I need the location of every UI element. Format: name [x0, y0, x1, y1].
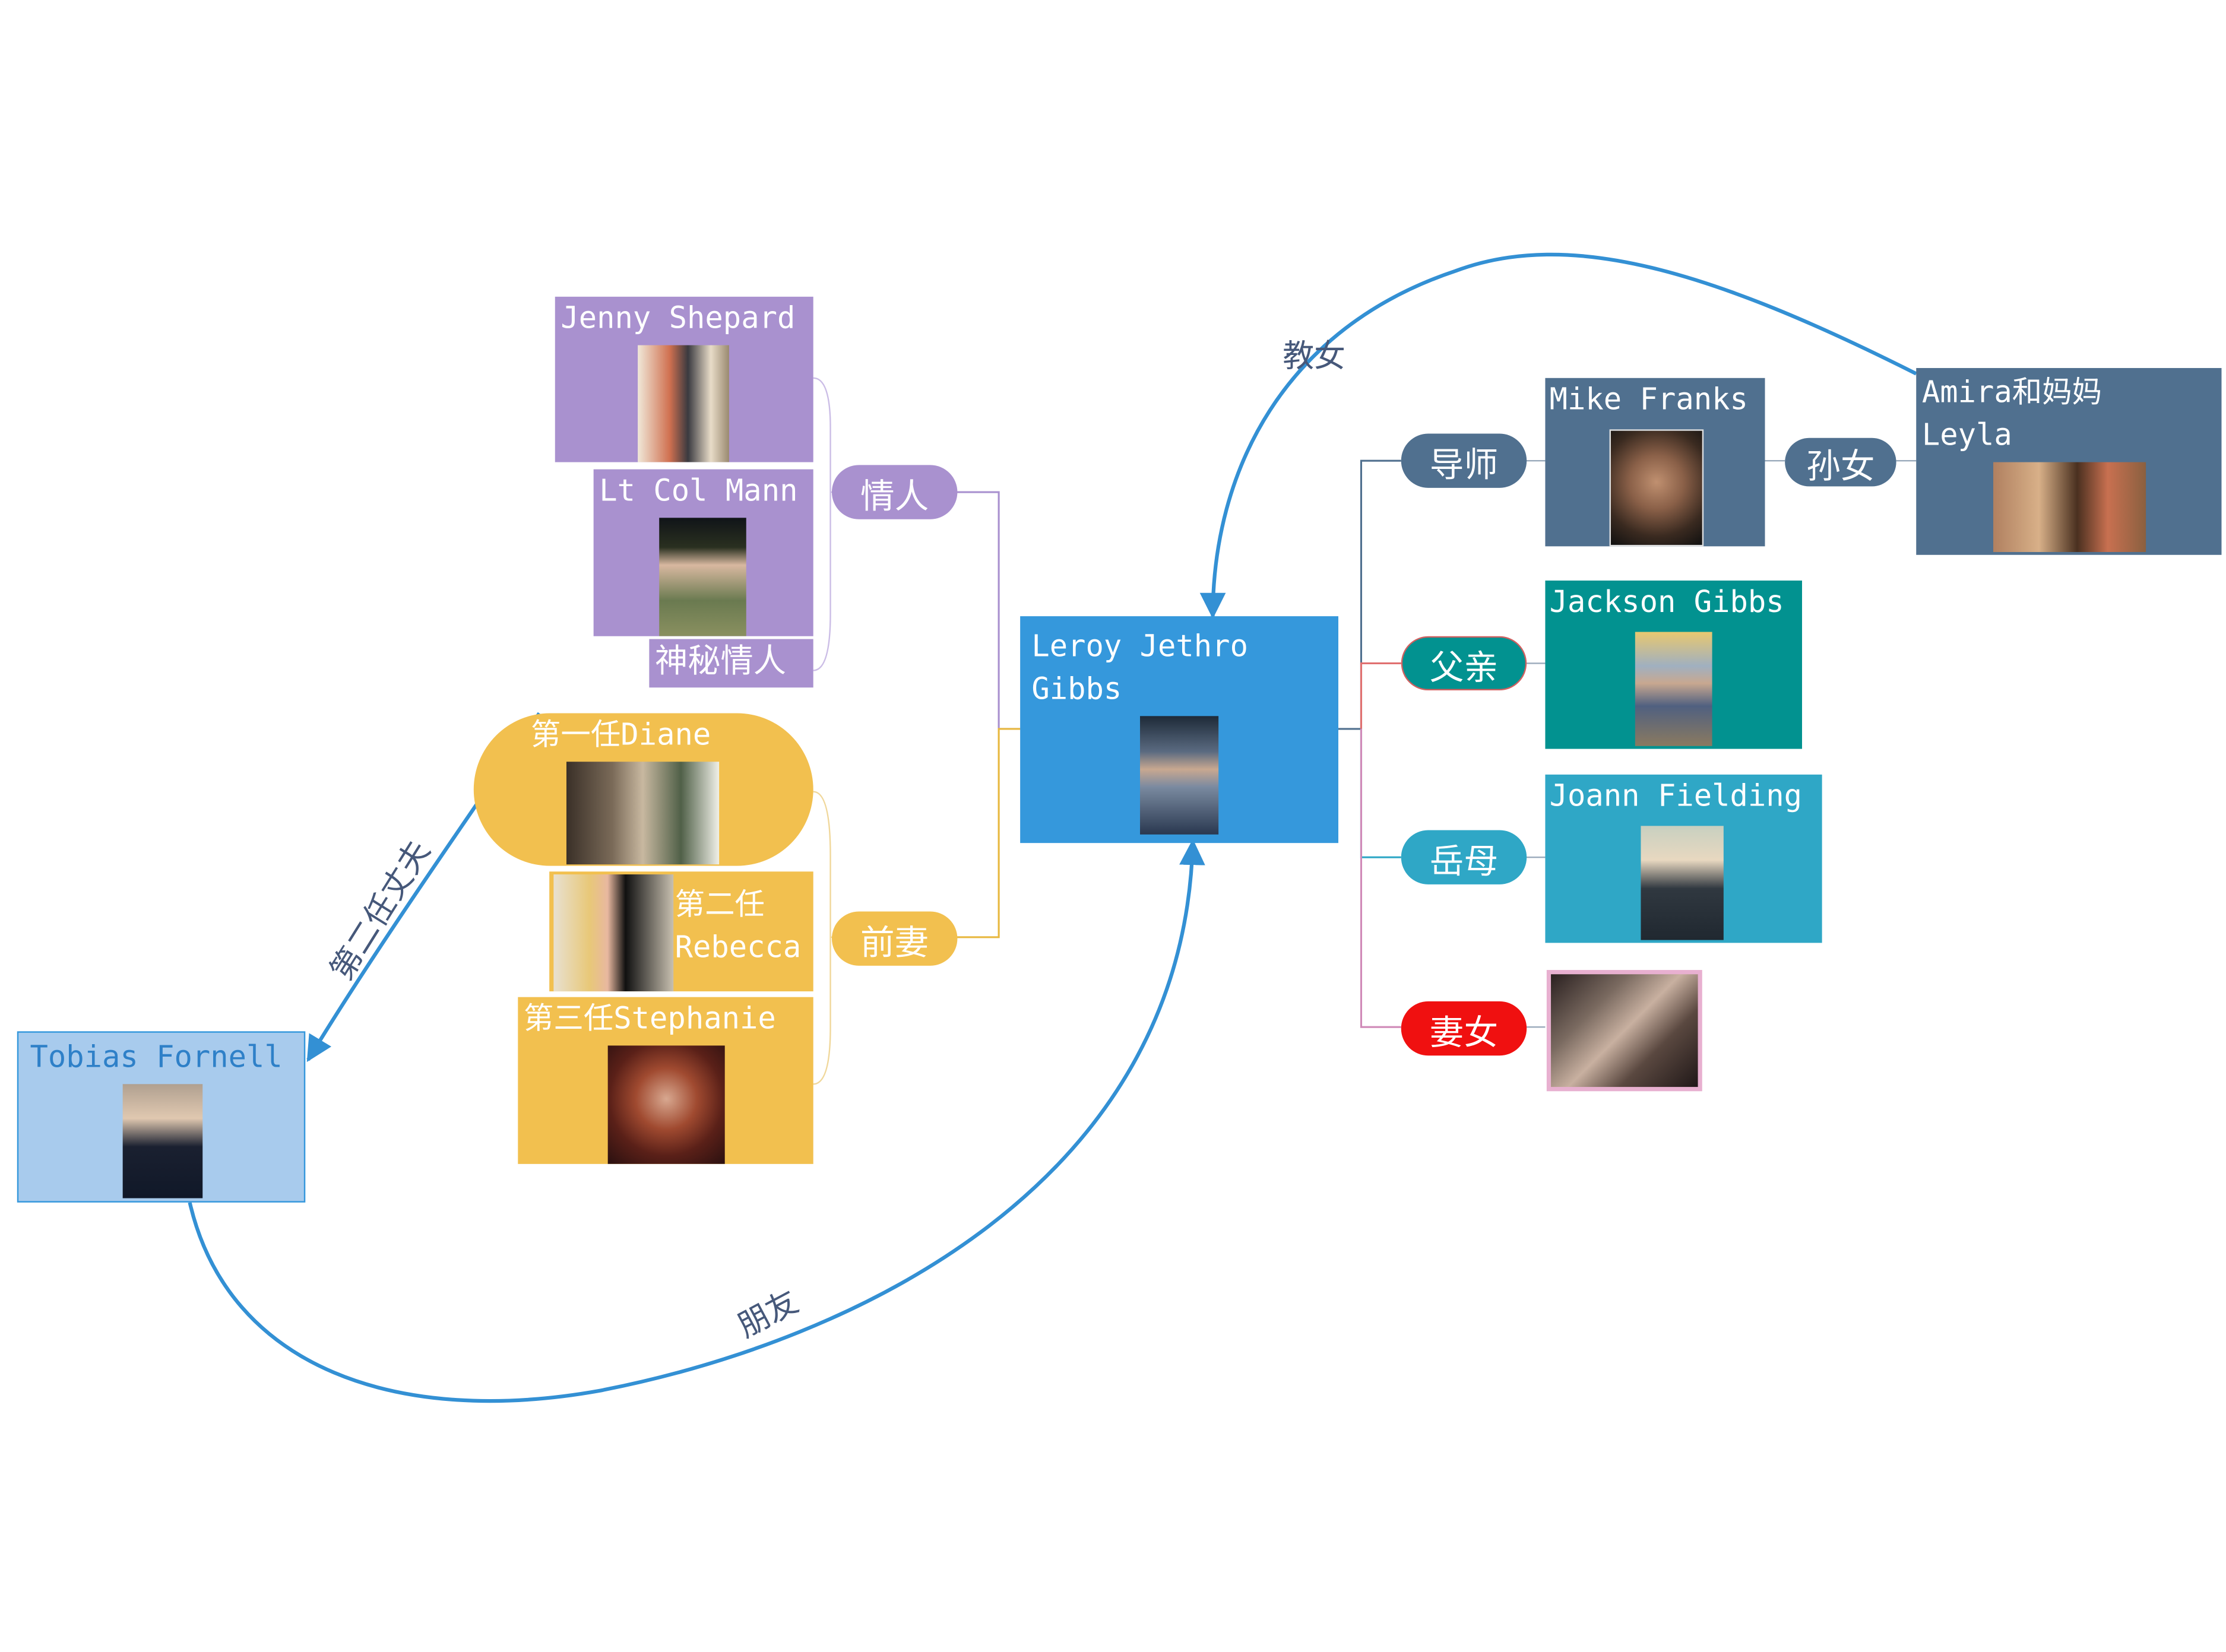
- granddaughter-branch-label[interactable]: 孙女: [1785, 437, 1896, 487]
- bracket-exwives: [813, 791, 834, 1085]
- motherinlaw-joann-label: Joann Fielding: [1549, 779, 1803, 813]
- exwife-diane-node[interactable]: 第一任Diane: [473, 713, 813, 866]
- connector-mentor: [1360, 459, 1401, 729]
- jackson-photo: [1635, 632, 1712, 746]
- father-jackson-node[interactable]: Jackson Gibbs: [1545, 581, 1802, 749]
- central-label: Leroy Jethro Gibbs: [1031, 629, 1248, 706]
- stephanie-photo: [607, 1045, 725, 1164]
- mentor-branch-label[interactable]: 导师: [1401, 433, 1527, 488]
- lover-mann-node[interactable]: Lt Col Mann: [593, 469, 813, 636]
- franks-photo: [1609, 429, 1704, 547]
- exwife-diane-label: 第一任Diane: [530, 717, 711, 752]
- lover-jenny-node[interactable]: Jenny Shepard: [555, 296, 813, 462]
- connector-wifedaughter: [1360, 728, 1401, 1028]
- diane-photo: [566, 762, 720, 865]
- lover-mann-label: Lt Col Mann: [599, 473, 798, 508]
- exwives-branch-label[interactable]: 前妻: [831, 911, 958, 966]
- relation-goddaughter-label[interactable]: 教女: [1283, 339, 1346, 375]
- exwife-rebecca-node[interactable]: 第二任 Rebecca: [549, 871, 813, 992]
- father-jackson-label: Jackson Gibbs: [1549, 585, 1784, 619]
- wifedaughter-photo: [1551, 974, 1698, 1087]
- mann-photo: [659, 518, 746, 636]
- fornell-photo: [122, 1084, 203, 1198]
- mentor-franks-node[interactable]: Mike Franks: [1545, 378, 1765, 547]
- motherinlaw-joann-node[interactable]: Joann Fielding: [1545, 774, 1822, 943]
- lovers-branch-label[interactable]: 情人: [831, 465, 958, 519]
- lover-jenny-label: Jenny Shepard: [561, 301, 796, 335]
- granddaughter-amira-node[interactable]: Amira和妈妈 Leyla: [1916, 367, 2222, 555]
- connector-lovers: [954, 491, 1021, 730]
- jenny-photo: [638, 345, 729, 462]
- bracket-lovers: [813, 377, 834, 671]
- relation-goddaughter-curve: [1199, 252, 1917, 619]
- father-branch-label[interactable]: 父亲: [1401, 636, 1527, 691]
- lover-mystery-label: 神秘情人: [654, 643, 787, 681]
- gibbs-photo: [1139, 716, 1219, 835]
- exwife-rebecca-label: 第二任 Rebecca: [675, 887, 802, 965]
- joann-photo: [1641, 826, 1724, 940]
- fornell-node[interactable]: Tobias Fornell: [17, 1031, 306, 1203]
- connector-motherinlaw: [1360, 728, 1401, 858]
- motherinlaw-branch-label[interactable]: 岳母: [1401, 830, 1527, 884]
- mentor-franks-label: Mike Franks: [1549, 382, 1748, 417]
- wifedaughter-photo-node[interactable]: [1546, 970, 1702, 1092]
- connector-exwives: [954, 728, 1021, 938]
- relation-friend-curve: [188, 839, 1205, 1403]
- lover-mystery-node[interactable]: 神秘情人: [649, 639, 813, 688]
- central-node[interactable]: Leroy Jethro Gibbs: [1020, 616, 1339, 844]
- wifedaughter-branch-label[interactable]: 妻女: [1401, 1001, 1527, 1056]
- fornell-label: Tobias Fornell: [30, 1039, 283, 1074]
- connector-father: [1360, 662, 1401, 729]
- rebecca-photo: [553, 874, 674, 992]
- amira-photo: [1993, 462, 2146, 552]
- exwife-stephanie-label: 第三任Stephanie: [523, 1001, 776, 1036]
- granddaughter-amira-label: Amira和妈妈 Leyla: [1921, 375, 2102, 452]
- exwife-stephanie-node[interactable]: 第三任Stephanie: [518, 997, 813, 1164]
